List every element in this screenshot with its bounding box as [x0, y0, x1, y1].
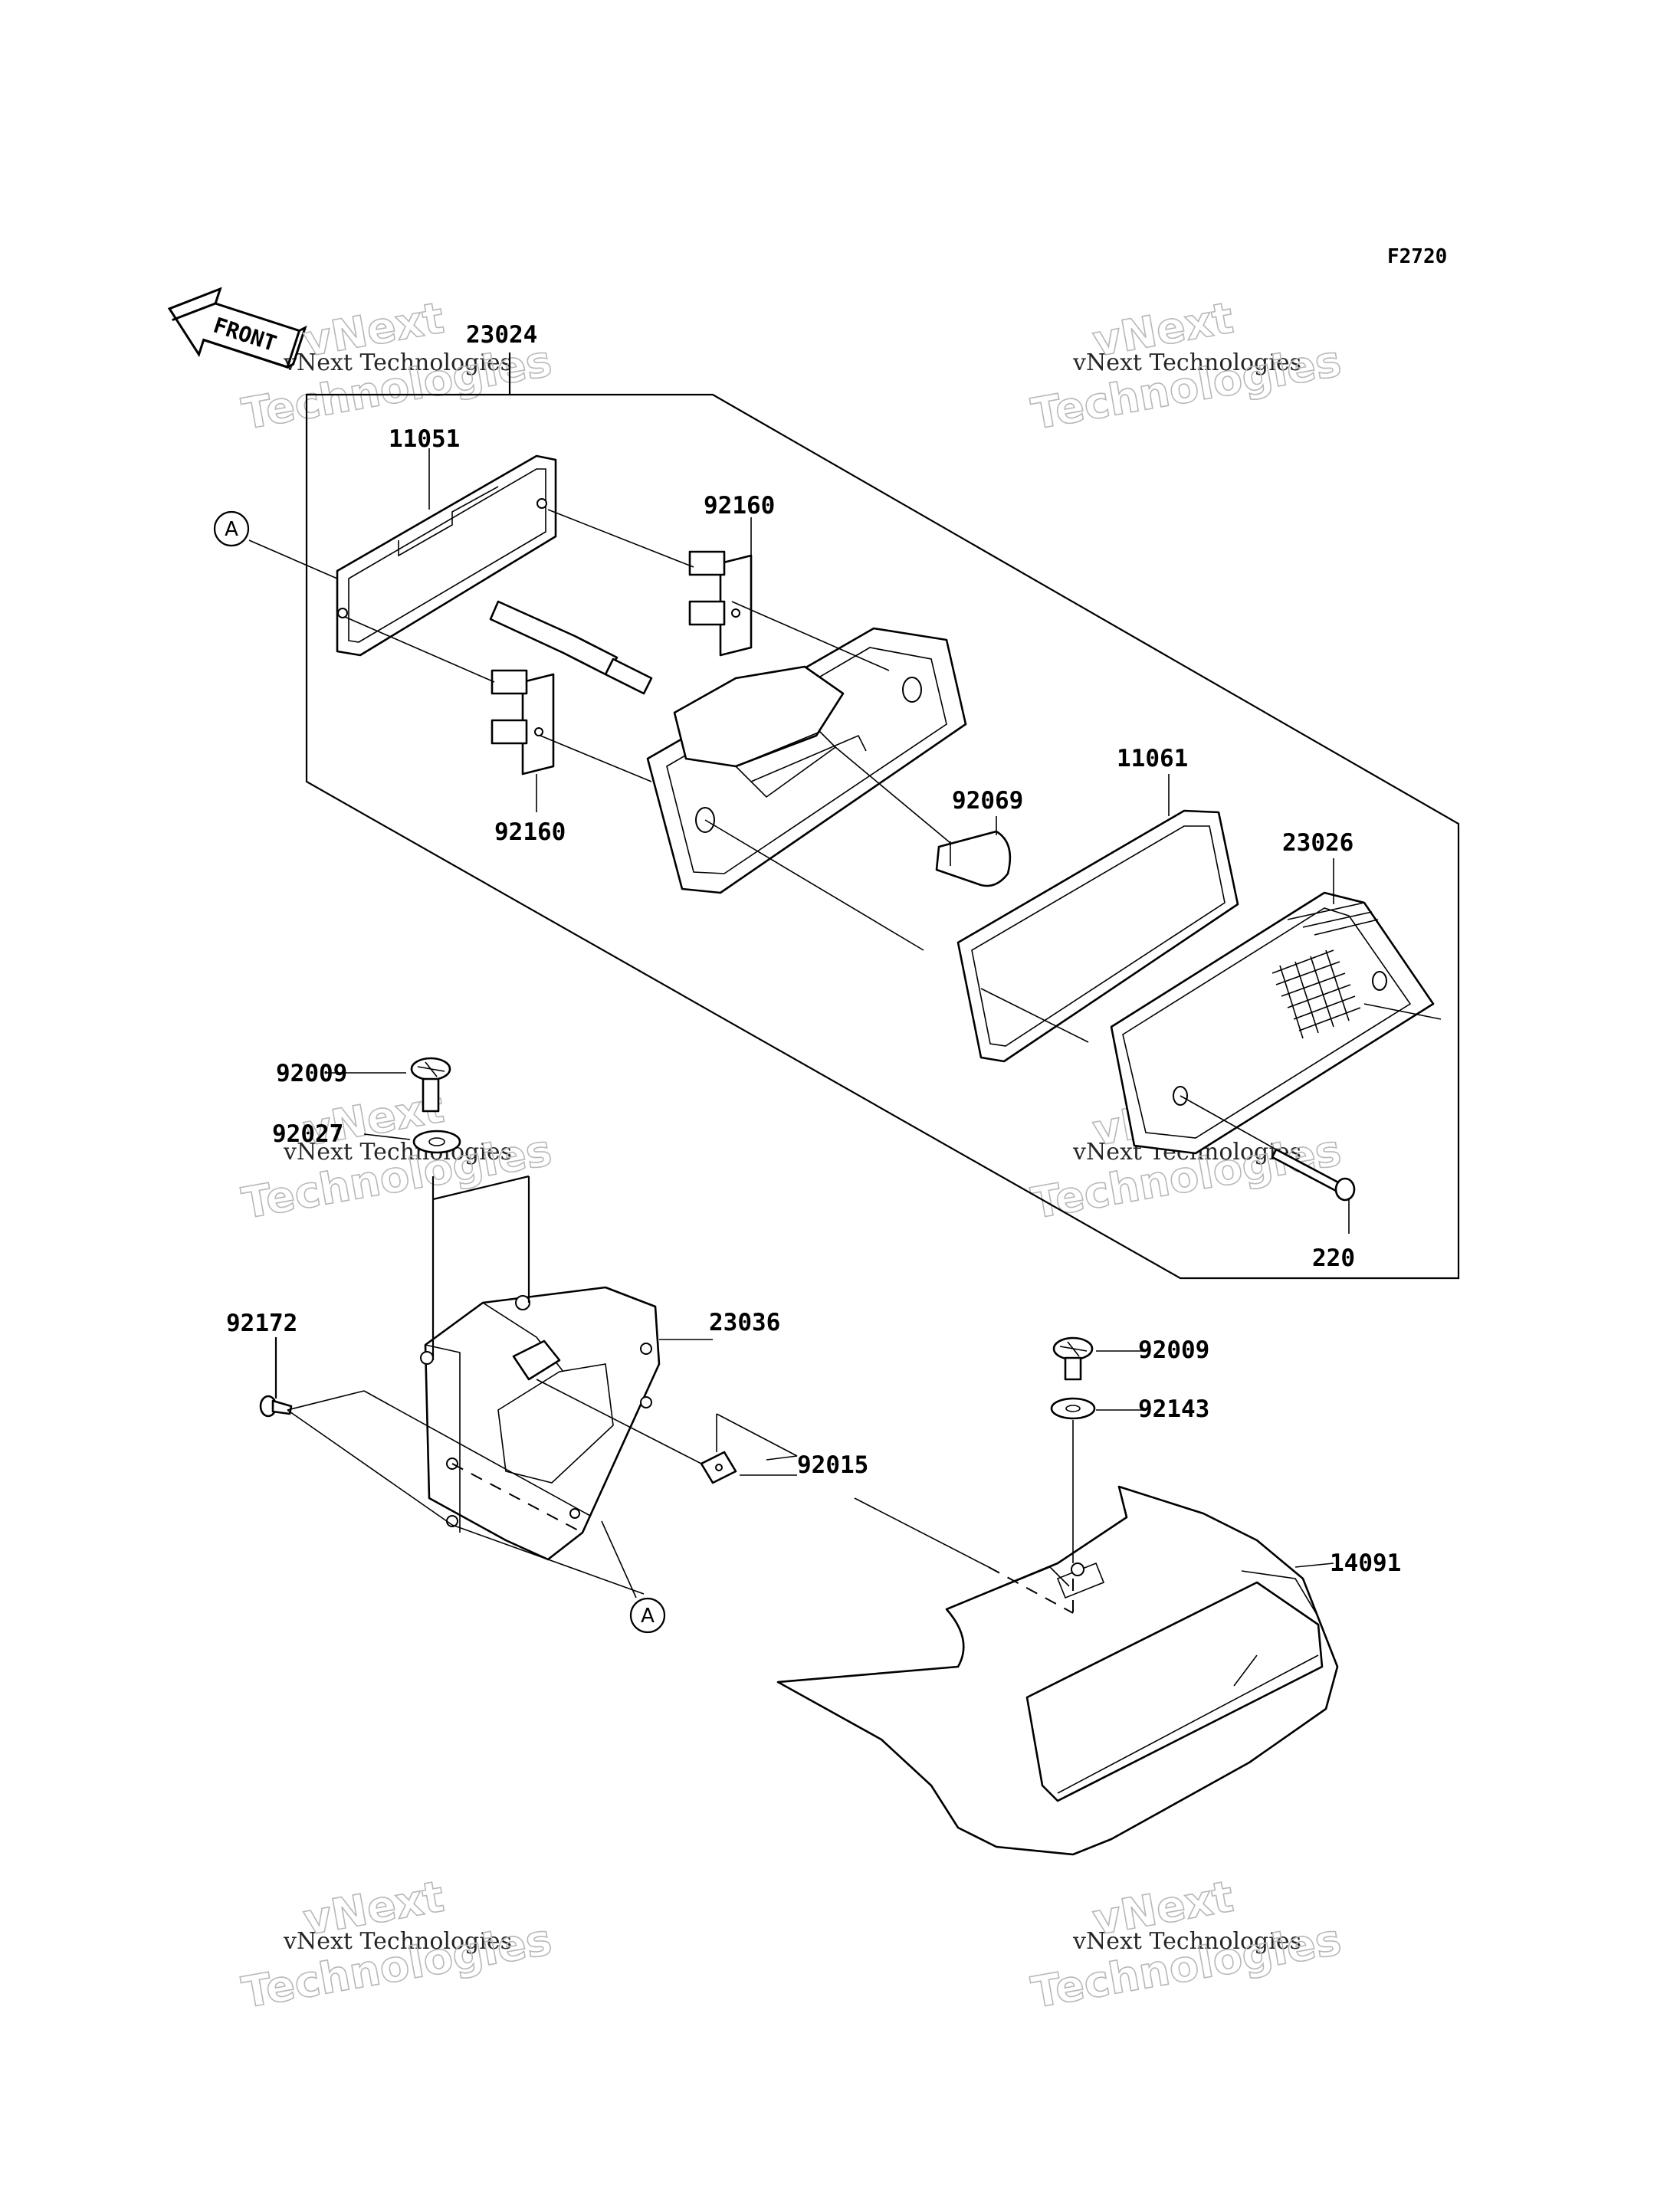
label-92009-left: 92009: [276, 1060, 347, 1087]
lower-leaders: [274, 1175, 1074, 1621]
label-92015: 92015: [797, 1451, 868, 1479]
screw-92009-left: [410, 1057, 451, 1113]
label-23026: 23026: [1282, 829, 1354, 857]
label-92143: 92143: [1138, 1395, 1209, 1423]
watermark-top-right: vNext Technologies vNext Technologies: [1027, 293, 1345, 441]
ref-marker-a-bottom: A: [629, 1597, 666, 1634]
cover-14091: [776, 1485, 1339, 1856]
label-14091: 14091: [1330, 1549, 1401, 1577]
label-92009-right: 92009: [1138, 1336, 1209, 1364]
front-arrow-icon: FRONT: [167, 287, 307, 369]
watermark-top-left: vNext Technologies vNext Technologies: [238, 293, 556, 441]
reflector-plate-11051: [336, 454, 557, 657]
bracket-23036: [420, 1286, 661, 1561]
label-220: 220: [1312, 1244, 1355, 1272]
clip-nut-92015: [700, 1451, 737, 1484]
washer-92143: [1050, 1397, 1096, 1420]
svg-text:vNext Technologies: vNext Technologies: [283, 349, 512, 376]
lens-23026: [1110, 891, 1435, 1155]
svg-text:A: A: [225, 518, 238, 541]
watermark-bottom-right: vNext Technologies vNext Technologies: [1027, 1871, 1345, 2019]
assembly-leaders: [344, 509, 1442, 1150]
label-92069: 92069: [952, 787, 1023, 815]
label-92027: 92027: [272, 1120, 343, 1148]
label-23024: 23024: [466, 321, 537, 349]
label-92172: 92172: [226, 1310, 297, 1337]
svg-text:vNext Technologies: vNext Technologies: [283, 1139, 512, 1166]
ref-marker-a-top: A: [213, 510, 250, 547]
watermark-bottom-left: vNext Technologies vNext Technologies: [238, 1871, 556, 2019]
svg-text:A: A: [641, 1605, 655, 1628]
screw-220: [1271, 1148, 1356, 1202]
watermark-mid-left: vNext Technologies vNext Technologies: [238, 1082, 556, 1230]
socket-92160-bottom: [491, 669, 555, 776]
bulb-92069: [935, 830, 1012, 887]
label-92160-top: 92160: [704, 492, 775, 520]
washer-92027: [412, 1130, 461, 1154]
svg-text:vNext Technologies: vNext Technologies: [1072, 349, 1301, 376]
lamp-housing: [646, 627, 967, 894]
screw-92009-right: [1052, 1336, 1094, 1381]
label-23036: 23036: [709, 1309, 780, 1336]
svg-text:vNext Technologies: vNext Technologies: [1072, 1928, 1301, 1955]
figure-id: F2720: [1387, 245, 1447, 268]
callout-leaders: [248, 448, 1350, 1599]
tube-bulb: [489, 600, 653, 695]
gasket-11061: [956, 809, 1239, 1063]
label-92160-bottom: 92160: [494, 818, 566, 846]
svg-text:vNext Technologies: vNext Technologies: [283, 1928, 512, 1955]
label-11061: 11061: [1117, 745, 1188, 772]
socket-92160-top: [688, 550, 753, 657]
label-11051: 11051: [389, 425, 460, 453]
screw-92172: [259, 1395, 293, 1418]
assembly-frame: [305, 393, 1460, 1280]
